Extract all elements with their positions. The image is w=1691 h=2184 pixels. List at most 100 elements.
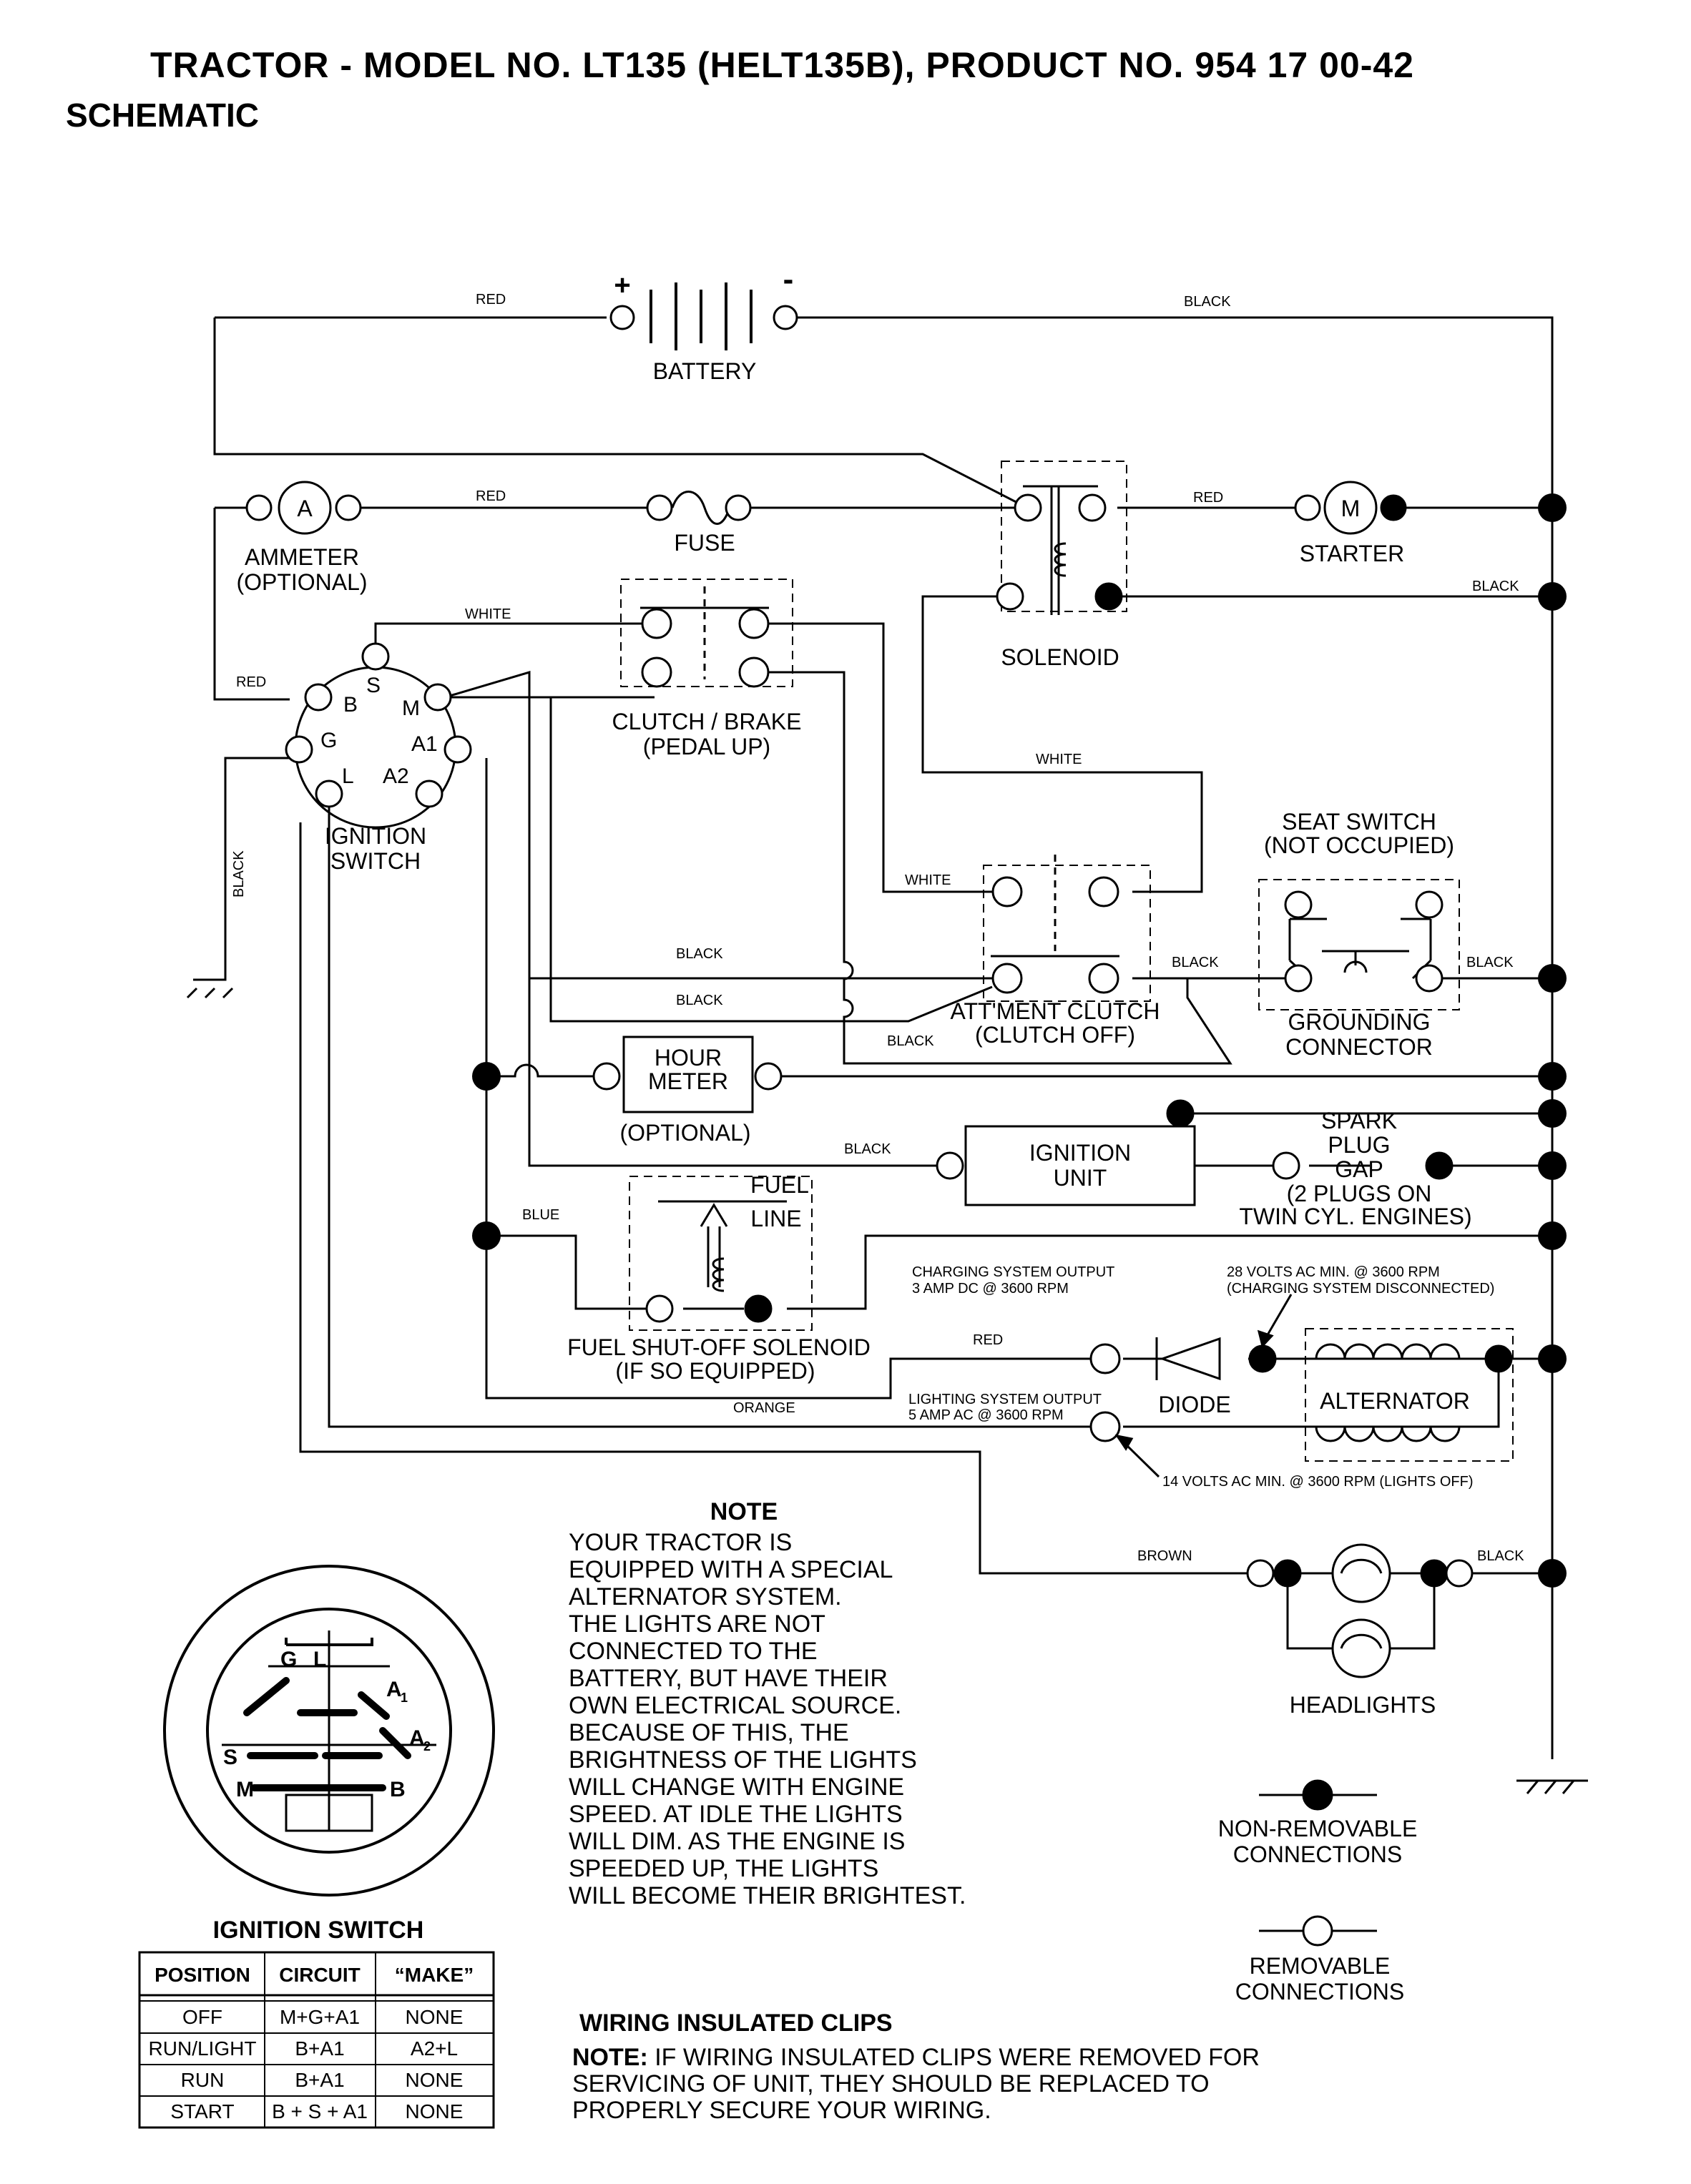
connector-pin-a2-sub: 2 [423,1739,431,1753]
wire-label-black-6: BLACK [1172,955,1219,970]
charging-circuit [1089,1337,1513,1442]
starter-label: STARTER [1300,541,1404,566]
connector-pin-a1-sub: 1 [401,1691,408,1705]
fuse [646,491,752,525]
ammeter-symbol: A [297,496,313,521]
switch-table-header-position: POSITION [155,1964,250,1986]
clips-heading: WIRING INSULATED CLIPS [579,2010,893,2037]
ign-pin-a2: A2 [383,764,409,788]
switch-table-cell: A2+L [411,2037,458,2060]
legend-nonremovable-label-1: NON-REMOVABLE [1218,1816,1418,1841]
hour-meter [592,1036,783,1113]
ignition-unit-label-1: IGNITION [1029,1140,1131,1166]
ammeter [245,481,362,535]
charging-output-label-2: 3 AMP DC @ 3600 RPM [912,1281,1069,1297]
note-heading: NOTE [710,1498,778,1525]
switch-table-cell: START [170,2100,234,2122]
seat-switch [1284,890,1444,993]
wire-label-white-1: WHITE [465,606,511,622]
grounding-label-2: CONNECTOR [1285,1034,1433,1060]
grounding-label-1: GROUNDING [1288,1009,1430,1035]
spark-label-3: GAP [1335,1156,1383,1182]
switch-table-grid [138,1951,495,2129]
fuse-label: FUSE [674,530,735,556]
clips-line-1: NOTE: IF WIRING INSULATED CLIPS WERE REM… [572,2044,1260,2071]
note-line: BRIGHTNESS OF THE LIGHTS [569,1746,917,1774]
legend-nonremovable-symbol [1259,1779,1377,1811]
annotation-arrows [1114,1294,1293,1478]
wire-label-black-10: BLACK [231,850,247,897]
wire-label-black-5: BLACK [887,1033,934,1049]
note-line: WILL CHANGE WITH ENGINE [569,1774,904,1801]
ignition-unit-label-2: UNIT [1054,1165,1107,1191]
hour-meter-label-1: HOUR [655,1045,722,1071]
wire-label-white-2: WHITE [1036,752,1082,767]
ground-rail-junctions [472,493,1567,1588]
spark-label-1: SPARK [1321,1108,1397,1133]
page-title: TRACTOR - MODEL NO. LT135 (HELT135B), PR… [150,45,1414,85]
wire-label-red-3: RED [1193,490,1223,506]
fuel-solenoid-sub: (IF SO EQUIPPED) [615,1358,815,1384]
spark-label-5: TWIN CYL. ENGINES) [1239,1204,1471,1229]
wire-label-red-4: RED [236,674,266,690]
connector-pin-a1: A [386,1678,402,1701]
ignition-unit [936,1099,1454,1206]
switch-table-header-make: “MAKE” [395,1964,474,1986]
wire-label-red-2: RED [476,488,506,504]
connector-pin-l: L [313,1648,326,1671]
switch-table-cell: B + S + A1 [272,2100,368,2122]
connector-contacts [243,1677,411,1791]
dashed-enclosures [620,461,1514,1462]
switch-table-cell: NONE [406,2069,464,2091]
battery-plus-label: + [614,270,630,301]
ign-pin-b: B [343,693,358,717]
switch-table-cell: NONE [406,2100,464,2122]
fuel-solenoid-label: FUEL SHUT-OFF SOLENOID [567,1334,871,1360]
volts28-label-1: 28 VOLTS AC MIN. @ 3600 RPM [1227,1264,1440,1280]
wire-label-black-8: BLACK [844,1141,891,1157]
switch-table-cell: RUN [181,2069,225,2091]
ammeter-label: AMMETER [245,544,359,570]
battery-minus-label: - [783,262,794,297]
spark-label-2: PLUG [1328,1132,1390,1158]
attment-clutch-sub: (CLUTCH OFF) [975,1022,1135,1048]
spark-label-4: (2 PLUGS ON [1287,1181,1432,1206]
wire-label-black-2: BLACK [1472,579,1519,594]
legend-removable-label-2: CONNECTIONS [1235,1979,1404,2005]
ignition-switch [285,642,472,829]
ign-pin-l: L [342,764,354,788]
charging-output-label-1: CHARGING SYSTEM OUTPUT [912,1264,1114,1280]
solenoid [996,485,1123,615]
seat-switch-sub: (NOT OCCUPIED) [1264,832,1454,858]
switch-table-cell: M+G+A1 [280,2006,360,2028]
lighting-output-label-1: LIGHTING SYSTEM OUTPUT [908,1392,1102,1407]
switch-table-cell: OFF [182,2006,222,2028]
note-line: WILL BECOME THEIR BRIGHTEST. [569,1882,966,1909]
volts14-label: 14 VOLTS AC MIN. @ 3600 RPM (LIGHTS OFF) [1162,1474,1473,1490]
ign-pin-m: M [402,697,420,720]
note-lines: YOUR TRACTOR IS EQUIPPED WITH A SPECIAL … [569,1529,966,1909]
ignition-connector-face [163,1565,495,1897]
note-line: BECAUSE OF THIS, THE [569,1719,849,1746]
wire-label-black-3: BLACK [676,946,723,962]
clips-line-2: SERVICING OF UNIT, THEY SHOULD BE REPLAC… [572,2070,1210,2097]
clutch-brake-label: CLUTCH / BRAKE [612,709,802,734]
connector-pin-a2: A [409,1726,425,1750]
fuel-label-1: FUEL [750,1172,809,1198]
connector-pin-s: S [223,1746,237,1769]
legend-nonremovable-label-2: CONNECTIONS [1233,1841,1402,1867]
wire-label-brown: BROWN [1137,1548,1192,1564]
note-line: ALTERNATOR SYSTEM. [569,1583,842,1610]
clips-line-1-text: IF WIRING INSULATED CLIPS WERE REMOVED F… [648,2044,1260,2071]
wire-label-black-7: BLACK [1466,955,1514,970]
connector-pin-b: B [390,1778,406,1801]
clips-note-label: NOTE: [572,2044,648,2071]
fuel-shutoff-solenoid [645,1200,787,1323]
seat-switch-label: SEAT SWITCH [1282,809,1436,835]
connector-pin-g: G [280,1648,297,1671]
alternator-label: ALTERNATOR [1320,1388,1470,1414]
connector-pin-m: M [236,1778,254,1801]
page-subtitle: SCHEMATIC [66,97,260,134]
note-line: THE LIGHTS ARE NOT [569,1610,825,1638]
headlights [1246,1543,1474,1678]
